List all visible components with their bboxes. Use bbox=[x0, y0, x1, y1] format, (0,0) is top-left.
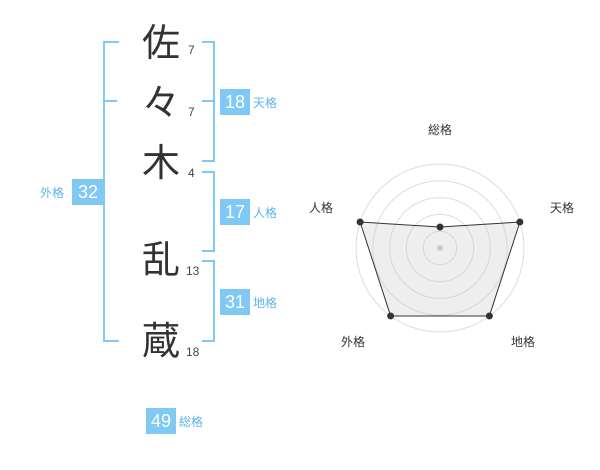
chikaku-bracket bbox=[202, 260, 215, 342]
chikaku-label: 地格 bbox=[253, 296, 278, 310]
stroke-count-1: 7 bbox=[188, 43, 195, 57]
soukaku-value: 49 bbox=[146, 408, 176, 434]
tenkaku-label: 天格 bbox=[253, 96, 278, 110]
radar-point-3 bbox=[485, 312, 493, 320]
gaikaku-value: 32 bbox=[72, 179, 104, 205]
radar-grid-ring bbox=[389, 197, 491, 299]
radar-grid-ring bbox=[422, 230, 458, 266]
stroke-count-2: 7 bbox=[188, 105, 195, 119]
radar-axis-label-gaikaku: 外格 bbox=[341, 335, 366, 349]
jinkaku-bracket bbox=[202, 171, 215, 252]
radar-center bbox=[437, 245, 443, 251]
tenkaku-bracket-tick bbox=[202, 100, 213, 102]
radar-point-2 bbox=[516, 218, 524, 226]
jinkaku-value: 17 bbox=[220, 199, 250, 225]
radar-chart bbox=[355, 163, 525, 333]
radar-axis-label-soukaku: 総格 bbox=[428, 123, 453, 137]
radar-grid-ring bbox=[372, 180, 508, 316]
stroke-count-3: 4 bbox=[188, 166, 195, 180]
gaikaku-bracket-tick bbox=[103, 100, 117, 102]
stroke-count-4: 13 bbox=[186, 264, 200, 278]
soukaku-label: 総格 bbox=[179, 415, 204, 429]
radar-grid-ring bbox=[355, 163, 525, 333]
stroke-count-5: 18 bbox=[186, 345, 200, 359]
radar-point-1 bbox=[436, 223, 444, 231]
name-char-5: 蔵 bbox=[142, 319, 181, 363]
radar-axis-label-jinkaku: 人格 bbox=[309, 201, 334, 215]
chikaku-value: 31 bbox=[220, 289, 250, 315]
radar-axis-label-tenkaku: 天格 bbox=[550, 201, 575, 215]
name-char-4: 乱 bbox=[142, 238, 181, 282]
radar-grid-ring bbox=[405, 213, 475, 283]
jinkaku-label: 人格 bbox=[253, 206, 278, 220]
gaikaku-label: 外格 bbox=[40, 186, 65, 200]
tenkaku-bracket bbox=[202, 41, 215, 162]
tenkaku-value: 18 bbox=[220, 89, 250, 115]
name-char-1: 佐 bbox=[142, 21, 181, 65]
gaikaku-bracket bbox=[103, 41, 119, 342]
radar-point-4 bbox=[387, 312, 395, 320]
radar-point-5 bbox=[356, 218, 364, 226]
radar-axis-label-chikaku: 地格 bbox=[511, 335, 536, 349]
name-char-3: 木 bbox=[142, 141, 181, 185]
name-char-2: 々 bbox=[142, 81, 181, 125]
radar-series-area bbox=[359, 221, 521, 317]
